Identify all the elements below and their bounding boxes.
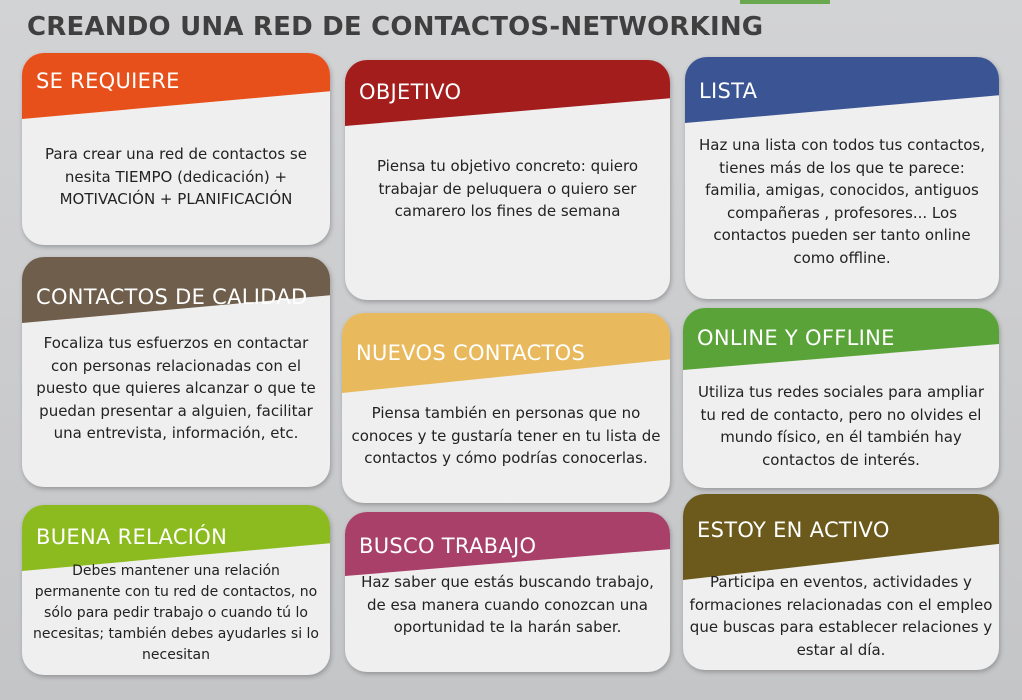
card-title: ESTOY EN ACTIVO — [697, 518, 890, 542]
card-title: LISTA — [699, 79, 758, 103]
card-text: Participa en eventos, actividades y form… — [689, 573, 993, 659]
card-text: Haz saber que estás buscando trabajo, de… — [361, 573, 654, 636]
card-estoy-en-activo: ESTOY EN ACTIVO Participa en eventos, ac… — [683, 494, 999, 670]
card-online-y-offline: ONLINE Y OFFLINE Utiliza tus redes socia… — [683, 308, 999, 488]
card-title: NUEVOS CONTACTOS — [356, 341, 586, 365]
top-accent-bar — [740, 0, 830, 4]
card-objetivo: OBJETIVO Piensa tu objetivo concreto: qu… — [345, 60, 670, 300]
card-nuevos-contactos: NUEVOS CONTACTOS Piensa también en perso… — [342, 313, 670, 503]
card-buena-relacion: BUENA RELACIÓN Debes mantener una relaci… — [22, 505, 330, 675]
card-text: Piensa también en personas que no conoce… — [351, 404, 661, 467]
card-title: BUSCO TRABAJO — [359, 534, 537, 558]
card-title: OBJETIVO — [359, 80, 462, 104]
card-title: CONTACTOS DE CALIDAD — [36, 285, 308, 309]
card-title: BUENA RELACIÓN — [36, 525, 228, 549]
card-contactos-de-calidad: CONTACTOS DE CALIDAD Focaliza tus esfuer… — [22, 257, 330, 487]
card-text: Focaliza tus esfuerzos en contactar con … — [36, 334, 316, 442]
card-title: SE REQUIERE — [36, 69, 180, 93]
card-lista: LISTA Haz una lista con todos tus contac… — [685, 57, 999, 299]
card-text: Haz una lista con todos tus contactos, t… — [699, 136, 985, 267]
card-text: Piensa tu objetivo concreto: quiero trab… — [376, 157, 639, 220]
card-text: Para crear una red de contactos se nesit… — [45, 145, 307, 208]
card-se-requiere: SE REQUIERE Para crear una red de contac… — [22, 53, 330, 245]
page-title: CREANDO UNA RED DE CONTACTOS-NETWORKING — [27, 12, 764, 42]
card-text: Debes mantener una relación permanente c… — [33, 563, 319, 663]
card-text: Utiliza tus redes sociales para ampliar … — [697, 383, 984, 469]
card-busco-trabajo: BUSCO TRABAJO Haz saber que estás buscan… — [345, 512, 670, 672]
card-title: ONLINE Y OFFLINE — [697, 326, 895, 350]
